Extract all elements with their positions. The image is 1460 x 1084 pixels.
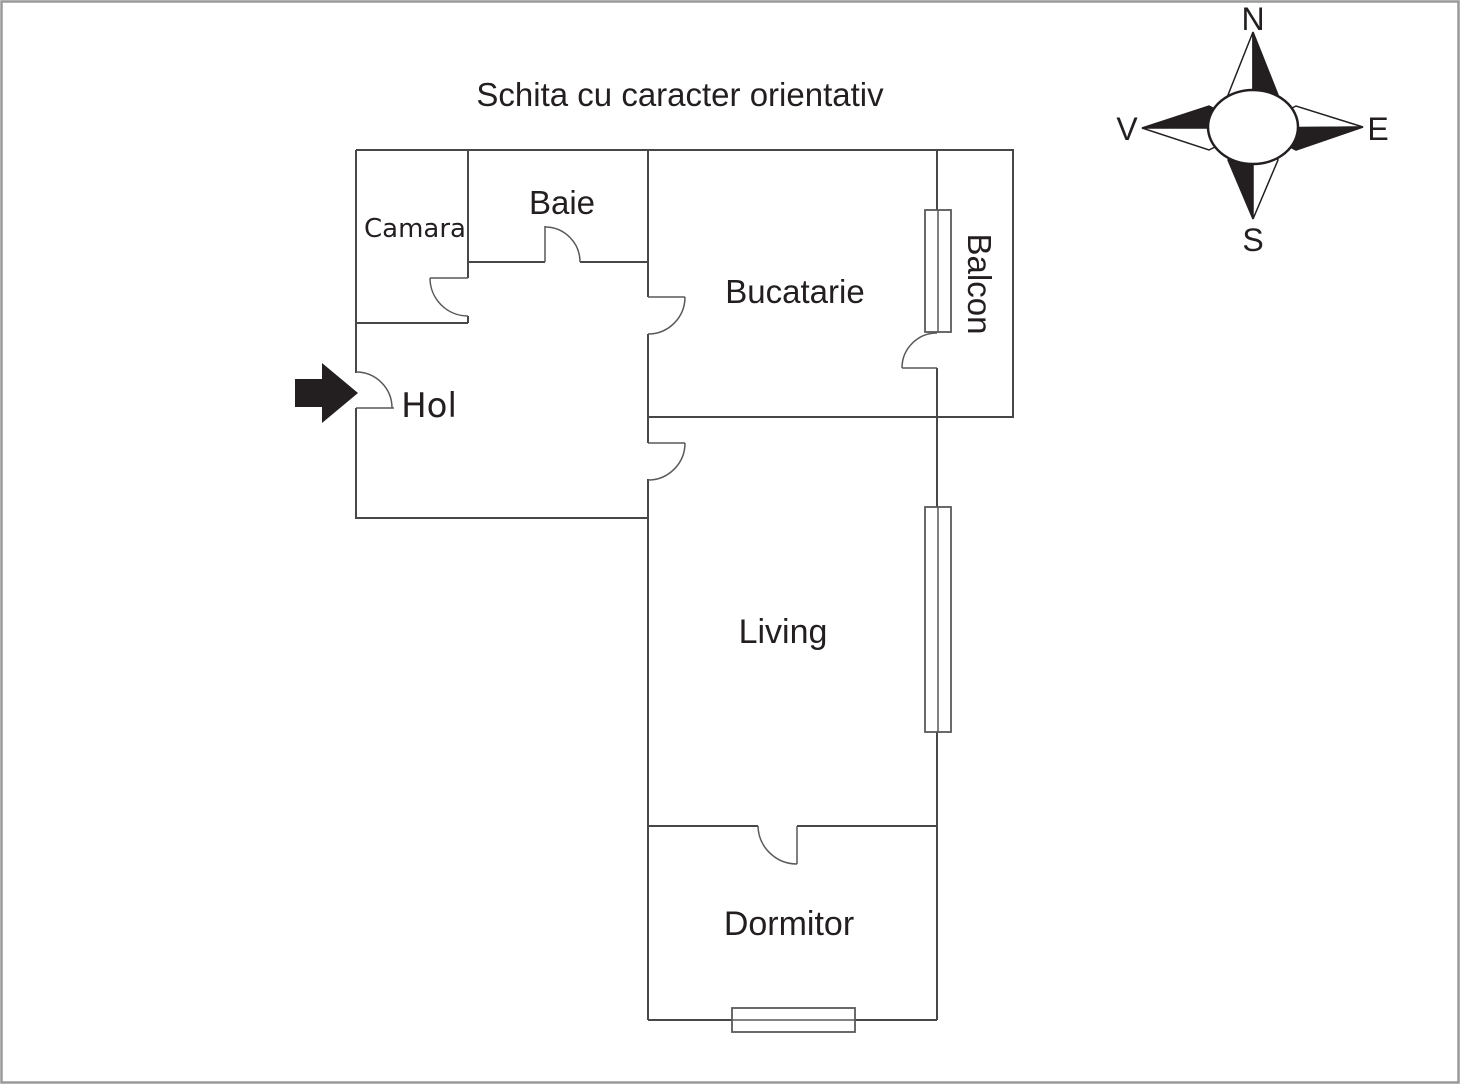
- room-label-camara: Camara: [364, 214, 466, 244]
- entrance-arrow-icon: [295, 363, 358, 423]
- compass-north-label: N: [1241, 1, 1264, 37]
- bucatarie-door-arc: [647, 296, 686, 335]
- page-title: Schita cu caracter orientativ: [476, 76, 884, 113]
- compass-south-label: S: [1242, 222, 1263, 258]
- entrance-door-arc: [355, 371, 393, 409]
- outer-walls: [355, 149, 1014, 519]
- room-labels: Camara Baie Bucatarie Balcon Hol Living …: [364, 184, 998, 943]
- room-label-hol: Hol: [401, 386, 457, 426]
- room-label-balcon: Balcon: [961, 234, 998, 335]
- doors: [355, 226, 938, 865]
- walls: [355, 149, 1014, 1021]
- windows: [731, 209, 952, 1033]
- room-label-baie: Baie: [529, 184, 595, 221]
- compass-east-label: E: [1367, 111, 1388, 147]
- balcon-door-arc: [901, 332, 938, 369]
- compass-rose: N E S V: [1116, 1, 1388, 258]
- room-label-living: Living: [739, 613, 828, 651]
- room-label-bucatarie: Bucatarie: [725, 273, 864, 310]
- camara-door-arc: [429, 277, 469, 317]
- compass-west-label: V: [1116, 111, 1138, 147]
- door-leaves: [356, 226, 937, 864]
- living-door-arc: [647, 442, 686, 481]
- room-label-dormitor: Dormitor: [724, 905, 854, 943]
- compass-center-circle: [1206, 88, 1300, 166]
- dormitor-door-arc: [757, 825, 798, 865]
- baie-door-arc: [544, 226, 581, 263]
